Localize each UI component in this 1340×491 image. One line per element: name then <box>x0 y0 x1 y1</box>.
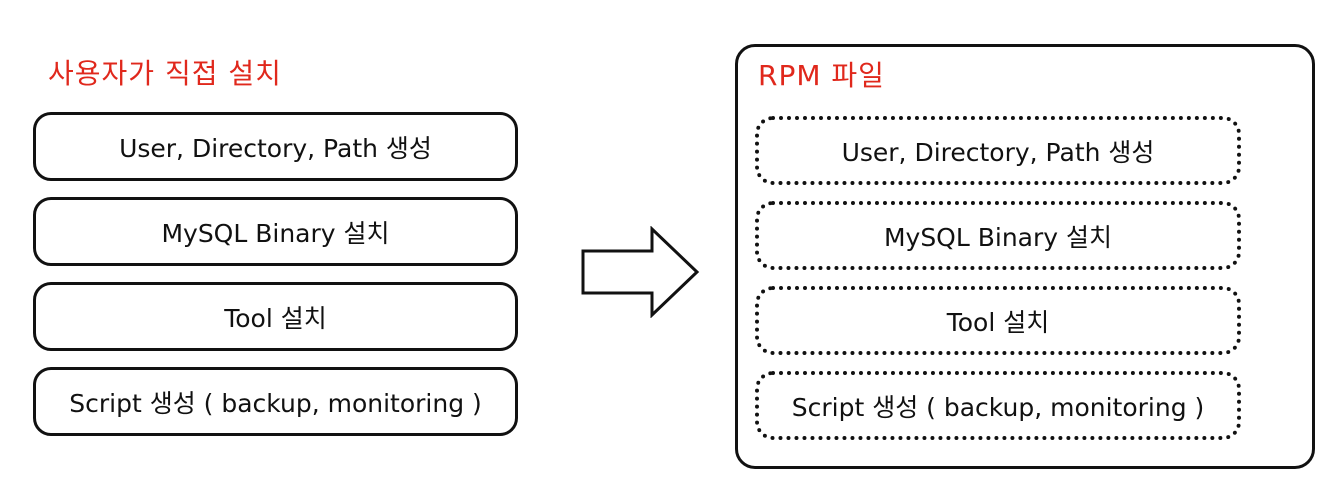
manual-step-create-user-dir-path: User, Directory, Path 생성 <box>33 112 518 181</box>
rpm-package-container <box>735 44 1315 469</box>
rpm-step-install-mysql-binary: MySQL Binary 설치 <box>755 201 1241 270</box>
manual-step-install-tool: Tool 설치 <box>33 282 518 351</box>
right-arrow-icon <box>581 226 700 318</box>
manual-step-create-script: Script 생성 ( backup, monitoring ) <box>33 367 518 436</box>
rpm-step-install-tool: Tool 설치 <box>755 286 1241 355</box>
rpm-file-title: RPM 파일 <box>758 59 885 92</box>
rpm-step-create-user-dir-path: User, Directory, Path 생성 <box>755 116 1241 185</box>
manual-install-title: 사용자가 직접 설치 <box>48 57 282 90</box>
manual-step-install-mysql-binary: MySQL Binary 설치 <box>33 197 518 266</box>
rpm-step-create-script: Script 생성 ( backup, monitoring ) <box>755 371 1241 440</box>
